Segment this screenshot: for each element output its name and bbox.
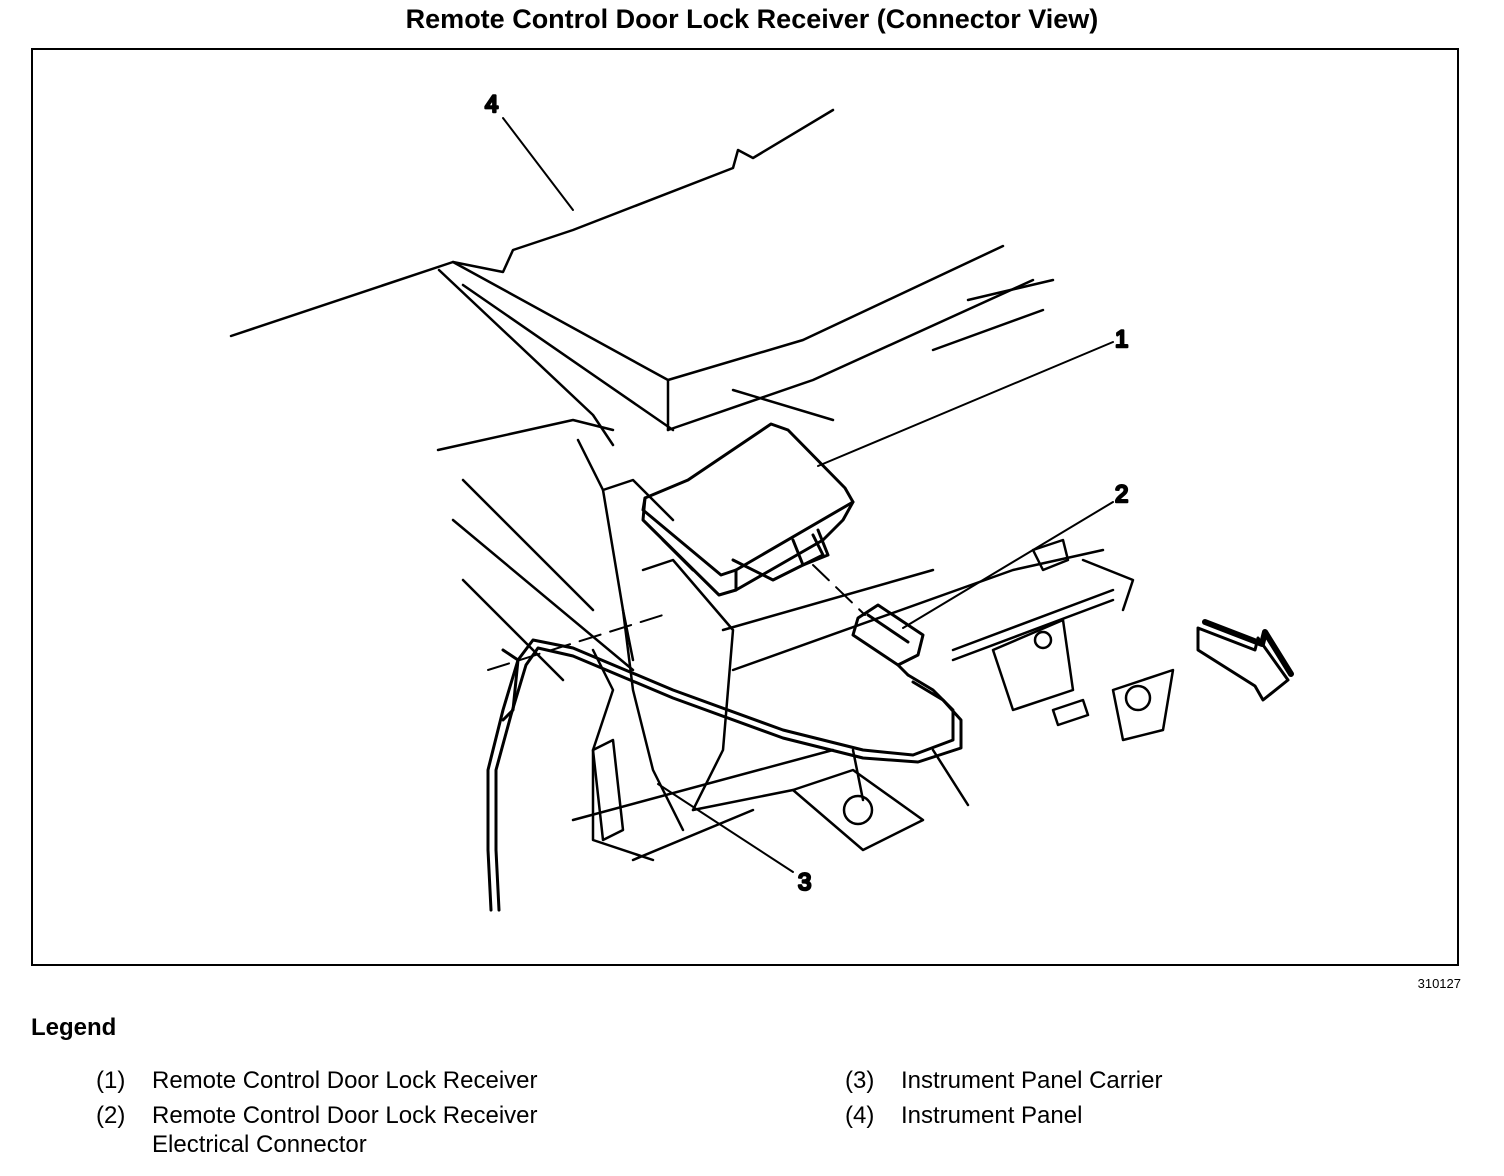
legend-text: Instrument Panel Carrier bbox=[901, 1067, 1163, 1094]
alignment-guides bbox=[487, 564, 866, 671]
callout-4: 4 bbox=[485, 91, 498, 118]
illustration-frame: 4 1 2 3 bbox=[31, 48, 1459, 966]
line-illustration: 4 1 2 3 bbox=[229, 90, 1294, 912]
forward-arrow-icon bbox=[1196, 619, 1294, 702]
callout-2: 2 bbox=[1115, 481, 1128, 508]
callout-leaders bbox=[502, 117, 1114, 873]
callout-3: 3 bbox=[798, 869, 811, 896]
legend-number: (2) bbox=[96, 1102, 126, 1129]
legend-text: Instrument Panel bbox=[901, 1102, 1083, 1129]
diagram-title: Remote Control Door Lock Receiver (Conne… bbox=[405, 4, 1099, 34]
legend-text: Remote Control Door Lock Receiver bbox=[152, 1102, 538, 1129]
legend-text: Remote Control Door Lock Receiver bbox=[152, 1067, 538, 1094]
receiver-electrical-connector bbox=[851, 603, 925, 677]
door-lock-receiver bbox=[641, 422, 855, 597]
legend-number: (1) bbox=[96, 1067, 126, 1094]
legend-text-continued: Electrical Connector bbox=[152, 1131, 367, 1158]
legend-number: (4) bbox=[845, 1102, 875, 1129]
legend-number: (3) bbox=[845, 1067, 875, 1094]
instrument-panel-carrier bbox=[436, 418, 1175, 862]
figure-id: 310127 bbox=[1417, 976, 1461, 991]
legend-title: Legend bbox=[31, 1014, 117, 1041]
instrument-panel bbox=[229, 108, 1055, 447]
wiring-harness bbox=[486, 638, 963, 912]
callout-1: 1 bbox=[1115, 326, 1128, 353]
